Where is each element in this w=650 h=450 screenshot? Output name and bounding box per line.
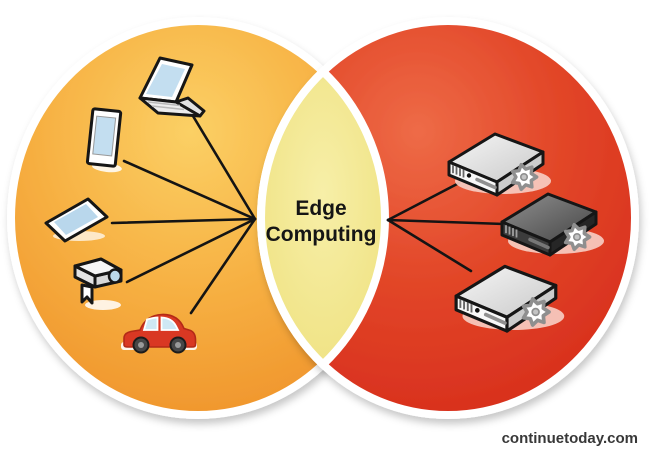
- connector-line: [386, 181, 461, 222]
- connector-line: [386, 218, 473, 273]
- connector-line: [125, 217, 257, 284]
- tablet-icon: [44, 197, 109, 243]
- connector-line: [122, 159, 257, 221]
- connector-line: [110, 217, 257, 225]
- car-icon: [121, 313, 197, 354]
- center-label-line2: Computing: [266, 223, 377, 246]
- device-connector-lines: [110, 114, 257, 315]
- server-connector-lines: [386, 181, 506, 273]
- connector-line: [189, 217, 257, 315]
- security-camera-icon: [73, 257, 123, 310]
- venn-overlap-region: [257, 67, 389, 369]
- center-label-line1: Edge: [295, 197, 346, 220]
- connector-line: [386, 218, 506, 226]
- watermark: continuetoday.com: [502, 430, 638, 447]
- connector-line: [191, 114, 257, 221]
- smartphone-icon: [85, 107, 123, 173]
- laptop-icon: [138, 56, 206, 118]
